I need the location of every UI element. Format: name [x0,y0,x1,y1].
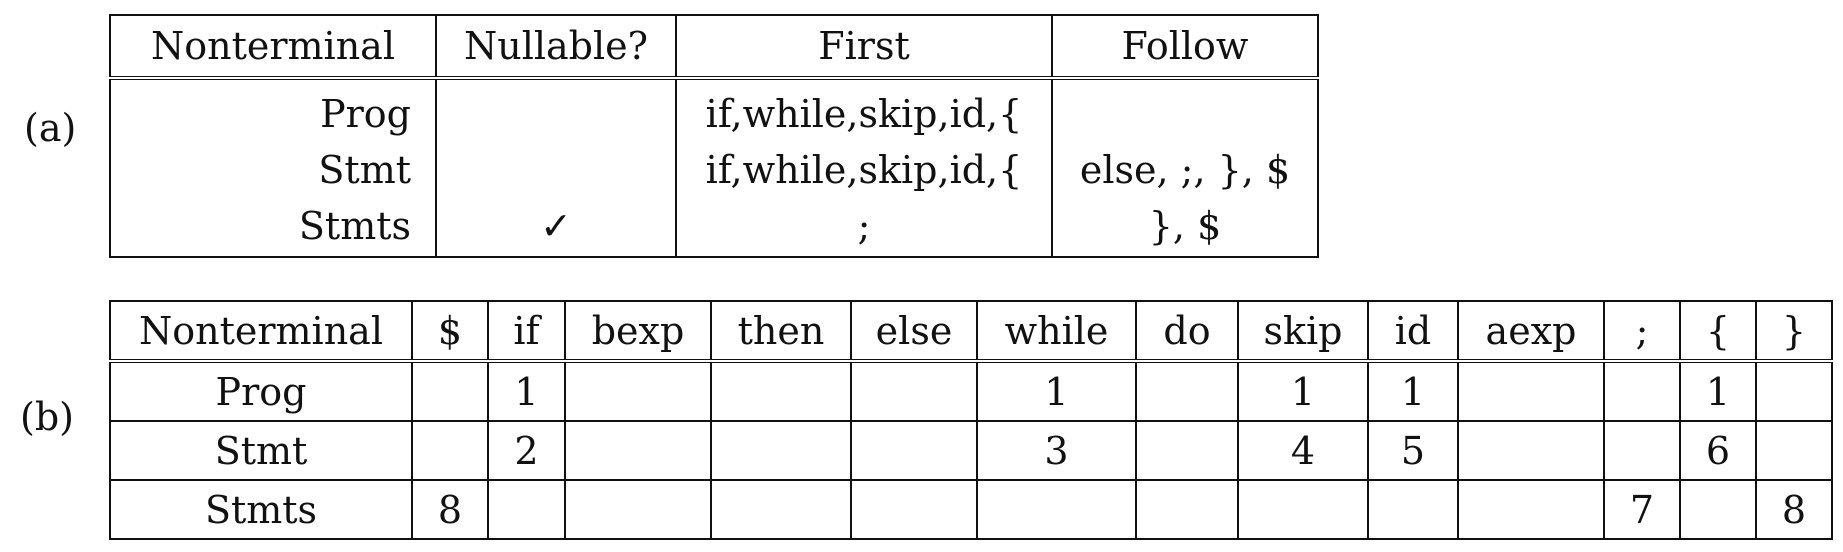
table-cell [710,420,852,481]
table-cell [710,479,852,540]
table-cell: 7 [1603,479,1681,540]
part-b-label: (b) [20,395,74,439]
table-cell: 1 [1367,360,1459,422]
column-header-bexp: bexp [564,300,712,363]
table-header-row: Nonterminal $ if bexp then else while do… [109,300,1833,363]
table-cell [1367,479,1459,540]
nullable-checkmark-cell: ✓ [435,198,677,258]
table-cell [564,420,712,481]
column-header-first: First [675,14,1053,80]
table-cell [564,360,712,422]
nullable-first-follow-table: Nonterminal Nullable? First Follow Prog … [109,14,1319,258]
nonterminal-cell: Prog [109,78,437,142]
nonterminal-cell: Stmt [109,142,437,198]
table-cell [1135,479,1239,540]
table-cell [1457,360,1605,422]
follow-set-cell: else, ;, }, $ [1051,142,1319,198]
column-header-nonterminal: Nonterminal [109,14,437,80]
nullable-cell [435,78,677,142]
column-header-if: if [487,300,566,363]
column-header-nullable: Nullable? [435,14,677,80]
table-cell [1457,479,1605,540]
table-cell [487,479,566,540]
table-cell [1755,420,1833,481]
table-row: Stmts ✓ ; }, $ [109,198,1319,258]
table-cell: 5 [1367,420,1459,481]
table-row: Prog if,while,skip,id,{ [109,78,1319,142]
column-header-do: do [1135,300,1239,363]
table-cell [976,479,1137,540]
table-cell [850,420,978,481]
column-header-aexp: aexp [1457,300,1605,363]
table-cell: 1 [487,360,566,422]
table-cell [1135,420,1239,481]
column-header-right-brace: } [1755,300,1833,363]
table-header-row: Nonterminal Nullable? First Follow [109,14,1319,80]
nonterminal-cell: Prog [109,360,413,422]
column-header-follow: Follow [1051,14,1319,80]
table-cell: 3 [976,420,1137,481]
table-cell: 1 [1237,360,1369,422]
table-cell [710,360,852,422]
column-header-id: id [1367,300,1459,363]
table-cell: 6 [1679,420,1757,481]
column-header-skip: skip [1237,300,1369,363]
table-cell [1457,420,1605,481]
table-cell [850,479,978,540]
table-cell [411,420,489,481]
table-cell: 4 [1237,420,1369,481]
nonterminal-cell: Stmts [109,198,437,258]
table-cell [1603,420,1681,481]
column-header-else: else [850,300,978,363]
table-cell [564,479,712,540]
follow-set-cell [1051,78,1319,142]
nonterminal-cell: Stmt [109,420,413,481]
table-cell: 1 [1679,360,1757,422]
first-set-cell: if,while,skip,id,{ [675,78,1053,142]
table-cell [1237,479,1369,540]
first-set-cell: ; [675,198,1053,258]
table-cell: 2 [487,420,566,481]
column-header-dollar: $ [411,300,489,363]
nonterminal-cell: Stmts [109,479,413,540]
table-cell [850,360,978,422]
table-cell: 1 [976,360,1137,422]
column-header-left-brace: { [1679,300,1757,363]
column-header-while: while [976,300,1137,363]
first-set-cell: if,while,skip,id,{ [675,142,1053,198]
table-cell [1135,360,1239,422]
part-a-label: (a) [24,106,77,150]
table-row: Stmt if,while,skip,id,{ else, ;, }, $ [109,142,1319,198]
table-cell: 8 [411,479,489,540]
table-cell [1679,479,1757,540]
table-cell [1603,360,1681,422]
table-cell [1755,360,1833,422]
follow-set-cell: }, $ [1051,198,1319,258]
column-header-semicolon: ; [1603,300,1681,363]
table-row: Stmt 2 3 4 5 6 [109,420,1833,481]
table-cell: 8 [1755,479,1833,540]
nullable-cell [435,142,677,198]
table-row: Stmts 8 7 8 [109,479,1833,540]
parse-table: Nonterminal $ if bexp then else while do… [109,300,1833,540]
table-row: Prog 1 1 1 1 1 [109,360,1833,422]
table-cell [411,360,489,422]
column-header-then: then [710,300,852,363]
column-header-nonterminal: Nonterminal [109,300,413,363]
